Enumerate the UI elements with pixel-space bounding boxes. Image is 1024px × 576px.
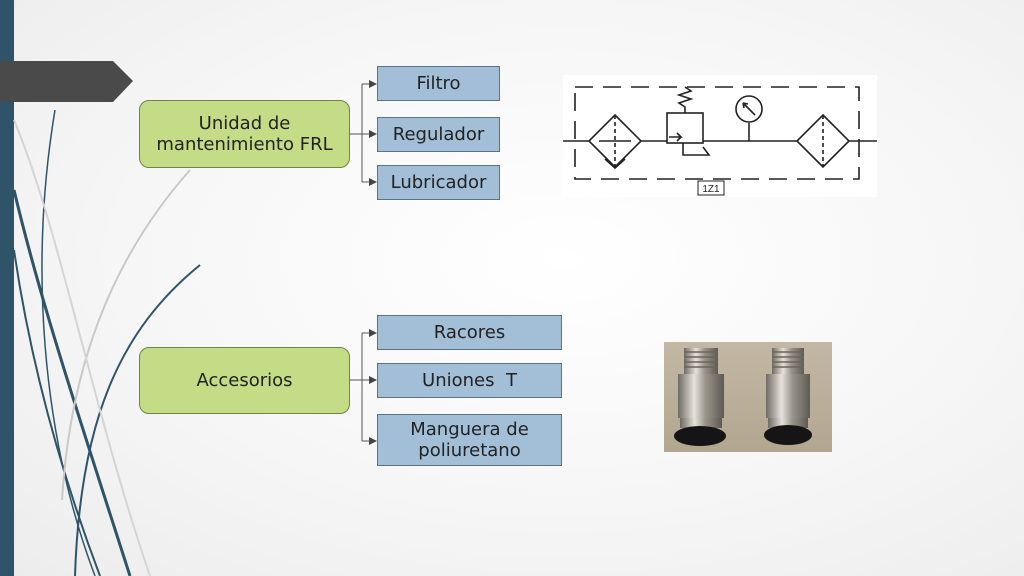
left-accent-bar <box>0 0 14 576</box>
frl-symbol-diagram: 1Z1 <box>563 75 877 197</box>
filtro-box: Filtro <box>377 66 500 101</box>
manguera-box: Manguera de poliuretano <box>377 414 562 466</box>
frl-group-box: Unidad de mantenimiento FRL <box>139 100 350 168</box>
fitting-photo <box>664 342 832 452</box>
lubricador-box: Lubricador <box>377 165 500 200</box>
uniones-t-box: Uniones T <box>377 363 562 398</box>
symbol-label: 1Z1 <box>702 184 720 195</box>
racores-box: Racores <box>377 315 562 350</box>
accesorios-group-box: Accesorios <box>139 347 350 414</box>
regulador-box: Regulador <box>377 117 500 152</box>
